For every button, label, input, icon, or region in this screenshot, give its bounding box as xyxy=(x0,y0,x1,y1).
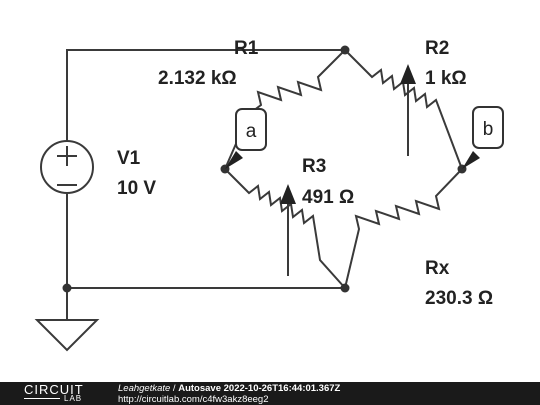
autosave-label: Autosave 2022-10-26T16:44:01.367Z xyxy=(178,383,341,394)
footer-meta: Leahgetkate / Autosave 2022-10-26T16:44:… xyxy=(118,383,340,394)
r1-value: 2.132 kΩ xyxy=(158,68,237,89)
r2-name: R2 xyxy=(425,38,449,59)
r2-arrowhead xyxy=(400,64,416,84)
author-name[interactable]: Leahgetkate xyxy=(118,383,171,394)
separator: / xyxy=(170,383,179,394)
resistor-r3 xyxy=(224,168,346,289)
r3-name: R3 xyxy=(302,156,326,177)
wire-top xyxy=(66,49,345,141)
r1-name: R1 xyxy=(234,38,259,59)
wire-bottom xyxy=(66,194,345,289)
rx-value: 230.3 Ω xyxy=(425,288,493,309)
node-ground xyxy=(62,283,72,293)
rx-name: Rx xyxy=(425,258,450,279)
r3-value: 491 Ω xyxy=(302,187,354,208)
logo-text-circuit: CIRCUIT xyxy=(24,382,84,397)
circuitlab-logo[interactable]: CIRCUIT LAB xyxy=(24,383,94,404)
r3-arrowhead xyxy=(280,184,296,204)
probe-b[interactable]: b xyxy=(462,106,504,169)
circuit-url[interactable]: http://circuitlab.com/c4fw3akz8eeg2 xyxy=(118,394,269,405)
probe-b-label: b xyxy=(483,119,494,140)
r2-value: 1 kΩ xyxy=(425,68,467,89)
probe-a-label: a xyxy=(246,121,257,142)
resistor-r2 xyxy=(344,49,463,170)
ground-symbol xyxy=(34,319,100,352)
logo-trace-icon xyxy=(24,398,60,399)
v1-name: V1 xyxy=(117,148,141,169)
circuit-schematic: a b R1 2.132 kΩ R2 1 kΩ V1 10 V R3 491 Ω… xyxy=(34,38,504,352)
node-bottom xyxy=(340,283,350,293)
probe-a[interactable]: a xyxy=(225,108,267,169)
voltage-source-v1 xyxy=(40,140,94,194)
node-top xyxy=(340,45,350,55)
v1-value: 10 V xyxy=(117,178,156,199)
footer-bar: CIRCUIT LAB Leahgetkate / Autosave 2022-… xyxy=(0,382,540,405)
resistor-rx xyxy=(344,168,463,289)
logo-text-lab: LAB xyxy=(64,394,83,403)
